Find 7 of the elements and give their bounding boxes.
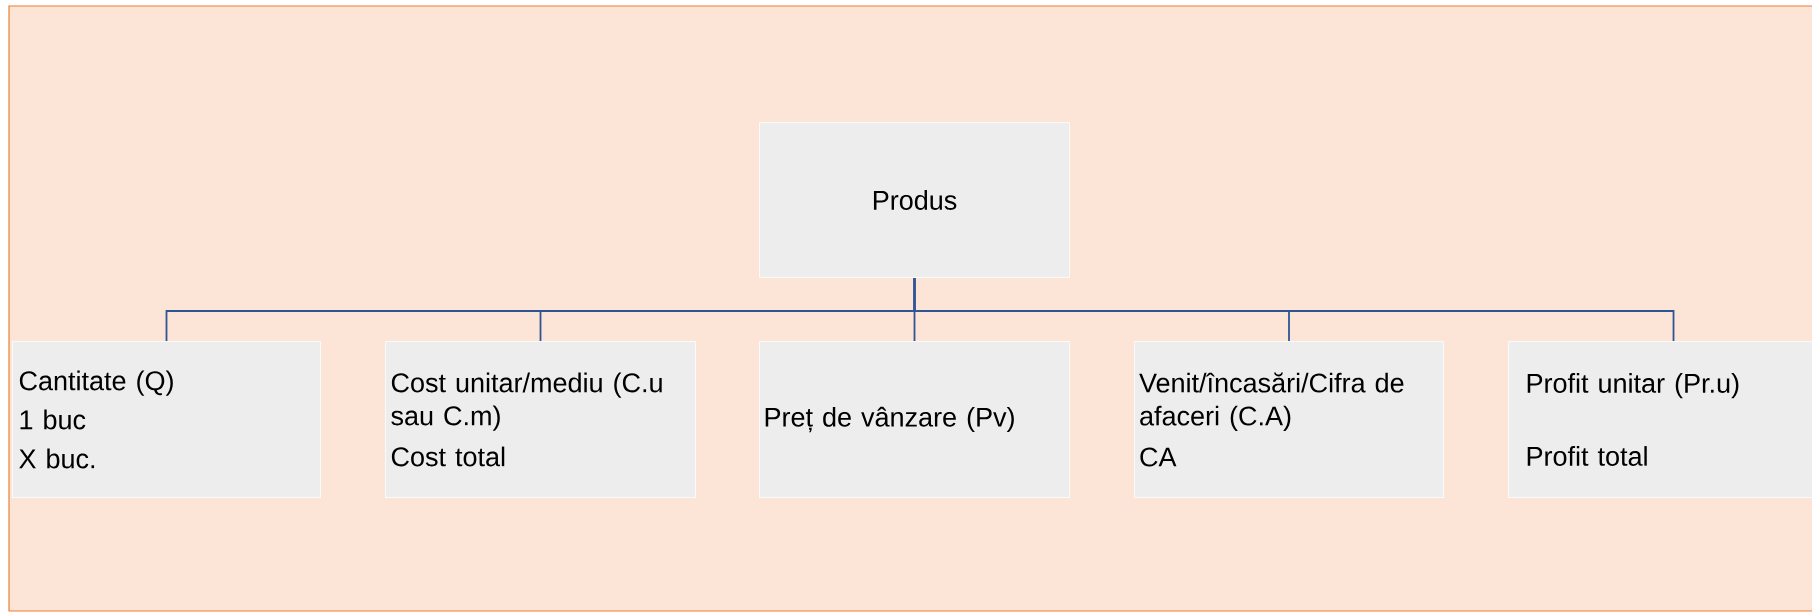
category-box: Cost unitar/mediu (C.u sau C.m) Cost total bbox=[385, 341, 696, 498]
category-box: Preț de vânzare (Pv) bbox=[759, 341, 1070, 498]
connector-line bbox=[913, 277, 1675, 342]
title-box: Produs bbox=[759, 122, 1070, 278]
category-box: Venit/încasări/Cifra de afaceri (C.A) CA bbox=[1134, 341, 1444, 498]
category-box: Profit unitar (Pr.u) Profit total bbox=[1508, 341, 1812, 498]
category-box: Cantitate (Q) 1 buc X buc. bbox=[12, 341, 321, 498]
